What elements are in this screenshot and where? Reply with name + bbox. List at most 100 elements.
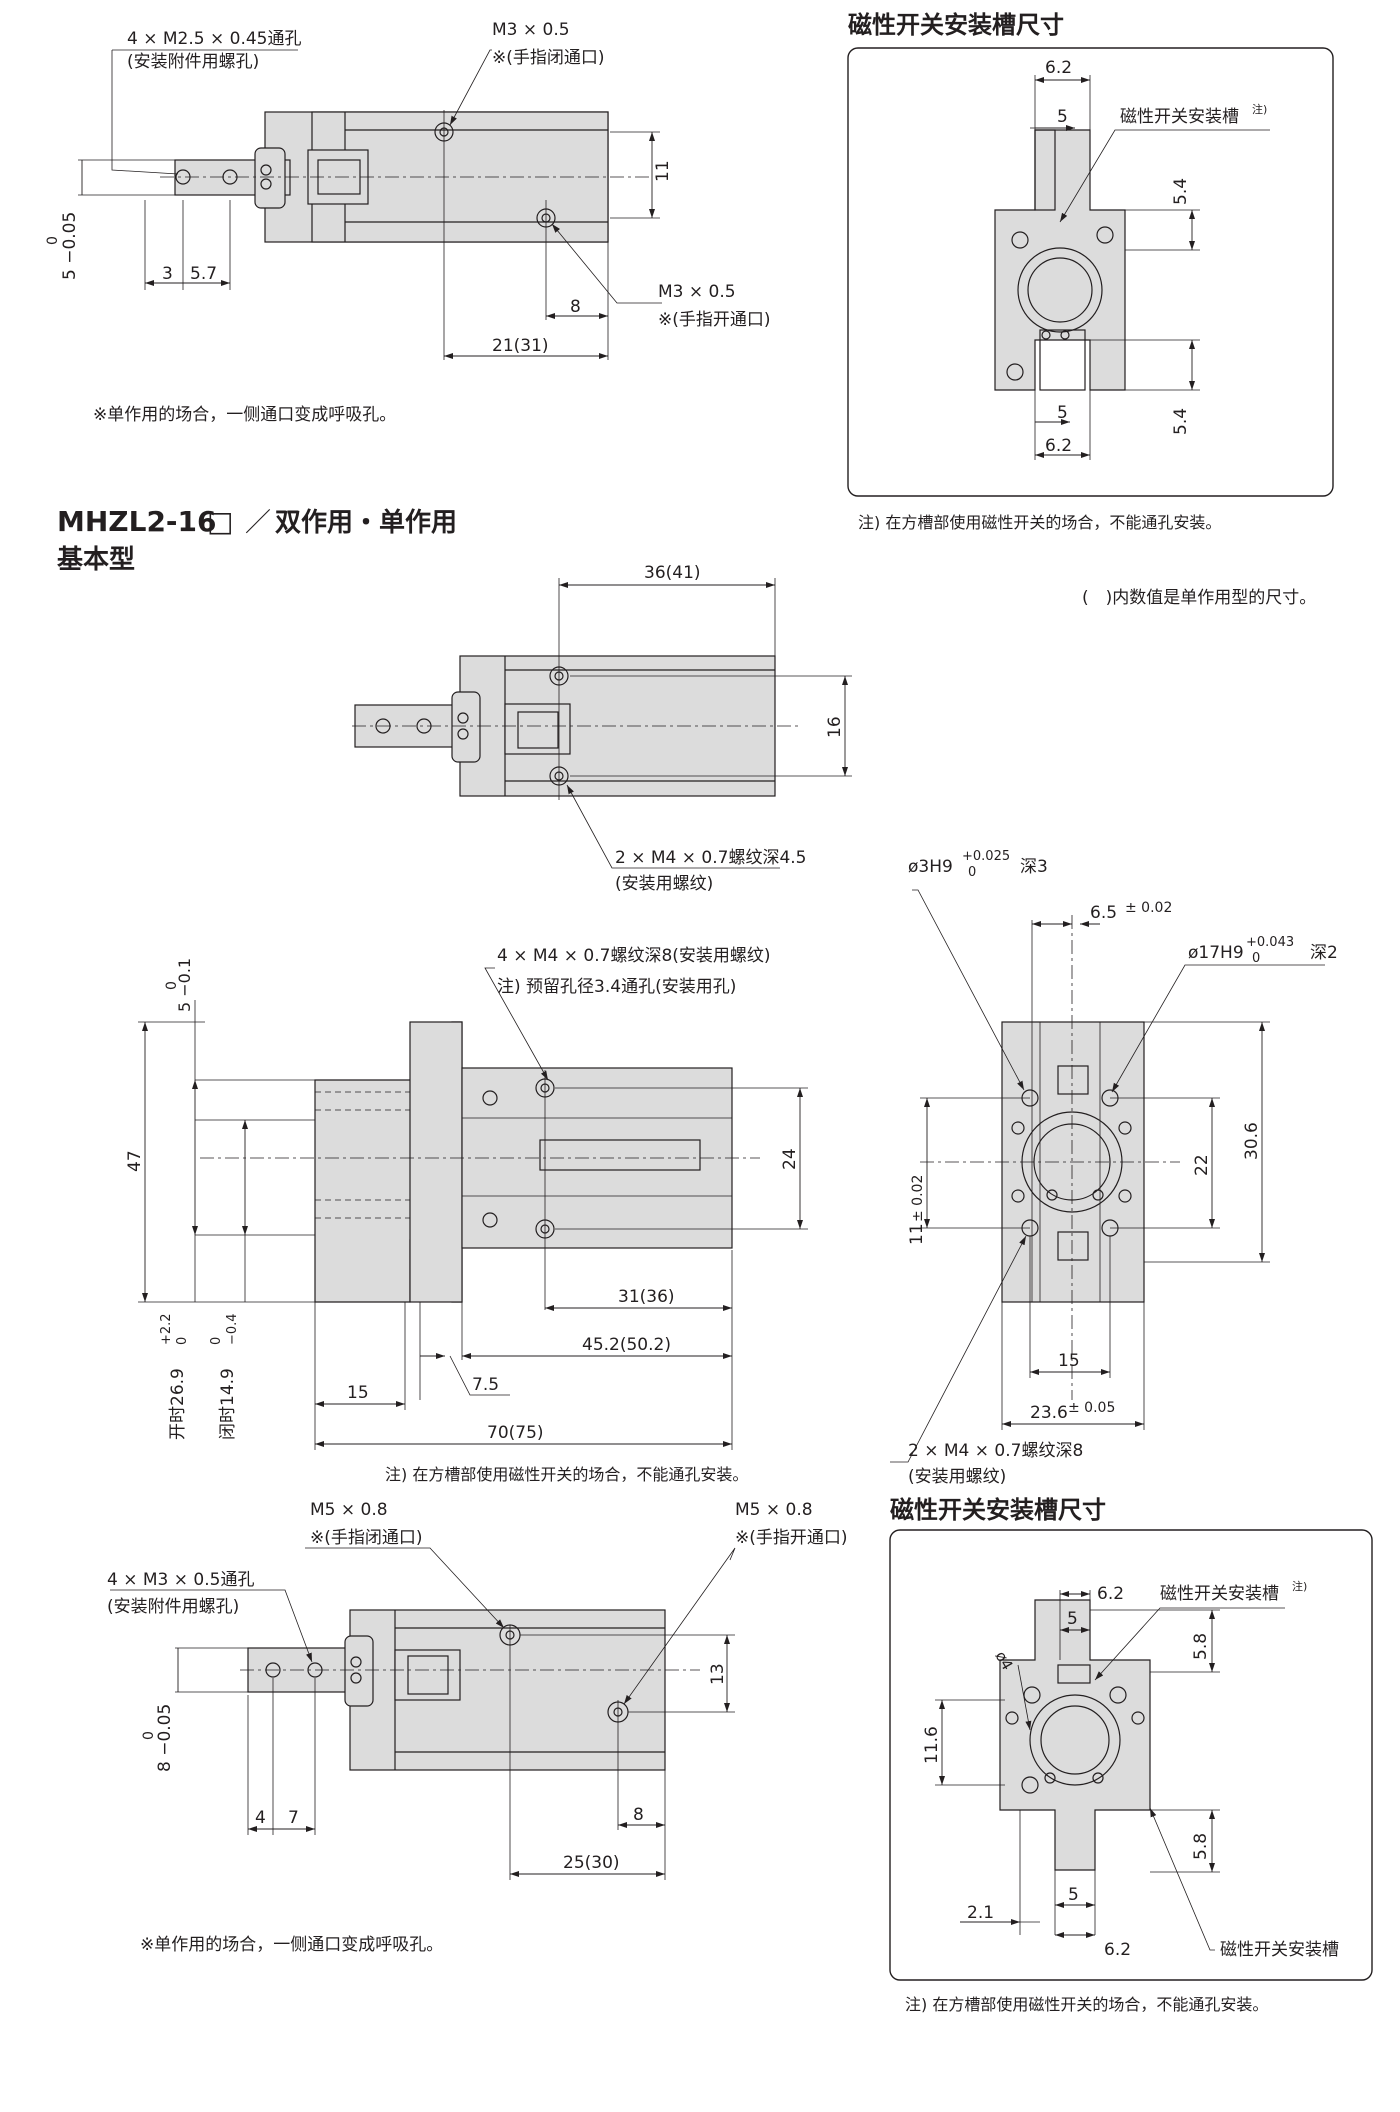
dim-16: 16: [825, 716, 845, 738]
dim-23-6-tol: ± 0.05: [1068, 1400, 1115, 1416]
slot-box-1-labels: 6.2 5 磁性开关安装槽 注) 5.4 5 6.2 5.4 注) 在方槽部使用…: [858, 58, 1267, 532]
model-box: □: [207, 505, 233, 538]
dim-3: 3: [162, 264, 173, 284]
pin-hole: ø3H9: [908, 857, 953, 877]
bore-tol-up: +0.043: [1246, 935, 1294, 950]
dim-6-2-top: 6.2: [1045, 58, 1072, 78]
side-view-labels: 4 × M4 × 0.7螺纹深8(安装用螺纹) 注) 预留孔径3.4通孔(安装用…: [125, 946, 800, 1484]
dim-45-2: 45.2(50.2): [582, 1335, 671, 1355]
dim-6-5: 6.5: [1090, 903, 1117, 923]
dim-4: 4: [255, 1808, 266, 1828]
model-type: 双作用・单作用: [275, 508, 457, 538]
bore-tol-dn: 0: [1252, 951, 1260, 966]
top-view-main: [352, 578, 852, 869]
dim-25: 25(30): [563, 1853, 620, 1873]
dim-8-bottom: 8: [633, 1805, 644, 1825]
dim-47: 47: [125, 1150, 145, 1172]
side-view: [138, 967, 808, 1450]
dim-23-6: 23.6: [1030, 1403, 1068, 1423]
top-view-small-labels: 4 × M2.5 × 0.45通孔 (安装附件用螺孔) M3 × 0.5 ※(手…: [45, 20, 771, 425]
side-holes-2: 注) 预留孔径3.4通孔(安装用孔): [497, 977, 736, 997]
dim-5-bottom: 5: [1057, 403, 1068, 423]
model-subtitle: 基本型: [57, 545, 135, 575]
side-holes-1: 4 × M4 × 0.7螺纹深8(安装用螺纹): [497, 946, 771, 966]
bore-depth: 深2: [1310, 943, 1338, 963]
dim-8: 8: [570, 297, 581, 317]
bottom-port-open-2: ※(手指开通口): [735, 1528, 848, 1548]
dim-5-bottom-2: 5: [1068, 1885, 1079, 1905]
dim-15-end: 15: [1058, 1351, 1080, 1371]
port-close-2: ※(手指闭通口): [492, 48, 605, 68]
dim-2-1: 2.1: [967, 1903, 994, 1923]
single-acting-note: ※单作用的场合，一侧通口变成呼吸孔。: [93, 405, 396, 425]
open-tol-2: 0: [175, 1337, 190, 1345]
bottom-note: ※单作用的场合，一侧通口变成呼吸孔。: [140, 1935, 443, 1955]
dim-6-2-bottom: 6.2: [1045, 436, 1072, 456]
slot-label: 磁性开关安装槽: [1120, 107, 1239, 127]
end-view-labels: ø3H9 +0.025 0 深3 6.5 ± 0.02 ø17H9 +0.043…: [907, 849, 1338, 1487]
slot-box-1-drawing: [994, 75, 1270, 460]
section-title: MHZL2-16 □ ／ 双作用・单作用 基本型 ( )内数值是单作用型的尺寸。: [57, 505, 1316, 608]
slot-box-2-title: 磁性开关安装槽尺寸: [890, 1496, 1106, 1524]
bottom-tol-top: 0: [141, 1731, 157, 1740]
top-view-main-labels: 36(41) 16 2 × M4 × 0.7螺纹深4.5 (安装用螺纹): [615, 563, 845, 894]
pin-depth: 深3: [1020, 857, 1048, 877]
end-thread-1: 2 × M4 × 0.7螺纹深8: [908, 1441, 1083, 1461]
dim-7: 7: [288, 1808, 299, 1828]
side-footnote: 注) 在方槽部使用磁性开关的场合，不能通孔安装。: [385, 1465, 748, 1484]
holes-label-2: (安装附件用螺孔): [127, 52, 259, 72]
dim-5-4-bottom: 5.4: [1171, 408, 1191, 435]
slot-box-1-title: 磁性开关安装槽尺寸: [848, 11, 1064, 39]
dim-5-8-bottom: 5.8: [1191, 1833, 1211, 1860]
slot-box-1-footnote: 注) 在方槽部使用磁性开关的场合，不能通孔安装。: [858, 513, 1221, 532]
thread-label-2: (安装用螺纹): [615, 874, 713, 894]
bore: ø17H9: [1188, 943, 1244, 963]
port-close-1: M3 × 0.5: [492, 20, 570, 40]
bottom-port-close-1: M5 × 0.8: [310, 1500, 388, 1520]
dim-11-tol: ± 0.02: [910, 1175, 926, 1222]
slot-label-bottom: 磁性开关安装槽: [1220, 1940, 1339, 1960]
end-thread-2: (安装用螺纹): [908, 1467, 1006, 1487]
close-tol-2: −0.4: [225, 1313, 240, 1345]
pin-tol-up: +0.025: [962, 849, 1010, 864]
bottom-port-close-2: ※(手指闭通口): [310, 1528, 423, 1548]
dim-5-top-2: 5: [1067, 1609, 1078, 1629]
dim-36: 36(41): [644, 563, 701, 583]
dim-5-8-top: 5.8: [1191, 1633, 1211, 1660]
slot-box-2-footnote: 注) 在方槽部使用磁性开关的场合，不能通孔安装。: [905, 1995, 1268, 2014]
dim-6-2-top-2: 6.2: [1097, 1584, 1124, 1604]
dim-7-5: 7.5: [472, 1375, 499, 1395]
pin-tol-dn: 0: [968, 865, 976, 880]
end-view: [890, 889, 1325, 1463]
slot-box-2-drawing: [935, 1590, 1285, 1951]
bottom-port-open-1: M5 × 0.8: [735, 1500, 813, 1520]
tol-top: 0: [45, 236, 61, 245]
dim-6-5-tol: ± 0.02: [1125, 900, 1172, 916]
dim-24: 24: [780, 1148, 800, 1170]
dim-5-7: 5.7: [190, 264, 217, 284]
dim-11: 11: [653, 160, 673, 182]
dim-5-top: 5: [1057, 107, 1068, 127]
tol-5: 5 −0.1: [175, 958, 194, 1012]
slot-sup-2: 注): [1292, 1579, 1307, 1593]
slot-label-2: 磁性开关安装槽: [1160, 1584, 1279, 1604]
tol-main: 5 −0.05: [60, 212, 80, 280]
dim-31: 31(36): [618, 1287, 675, 1307]
tol-5-top: 0: [164, 981, 180, 990]
slot-box-2: [889, 1529, 1373, 1981]
slot-box-1: [847, 47, 1334, 497]
paren-note: ( )内数值是单作用型的尺寸。: [1082, 588, 1316, 608]
dim-70: 70(75): [487, 1423, 544, 1443]
dim-13: 13: [708, 1663, 728, 1685]
bottom-view: [110, 1547, 736, 1880]
dim-11-end: 11: [907, 1223, 927, 1245]
port-open-1: M3 × 0.5: [658, 282, 736, 302]
dim-22: 22: [1192, 1154, 1212, 1176]
open-tol: +2.2: [159, 1313, 174, 1345]
open-label: 开时26.9: [168, 1368, 188, 1440]
bottom-holes-2: (安装附件用螺孔): [107, 1597, 239, 1617]
close-label: 闭时14.9: [218, 1368, 238, 1440]
dim-15-side: 15: [347, 1383, 369, 1403]
top-view-small: [78, 49, 662, 360]
